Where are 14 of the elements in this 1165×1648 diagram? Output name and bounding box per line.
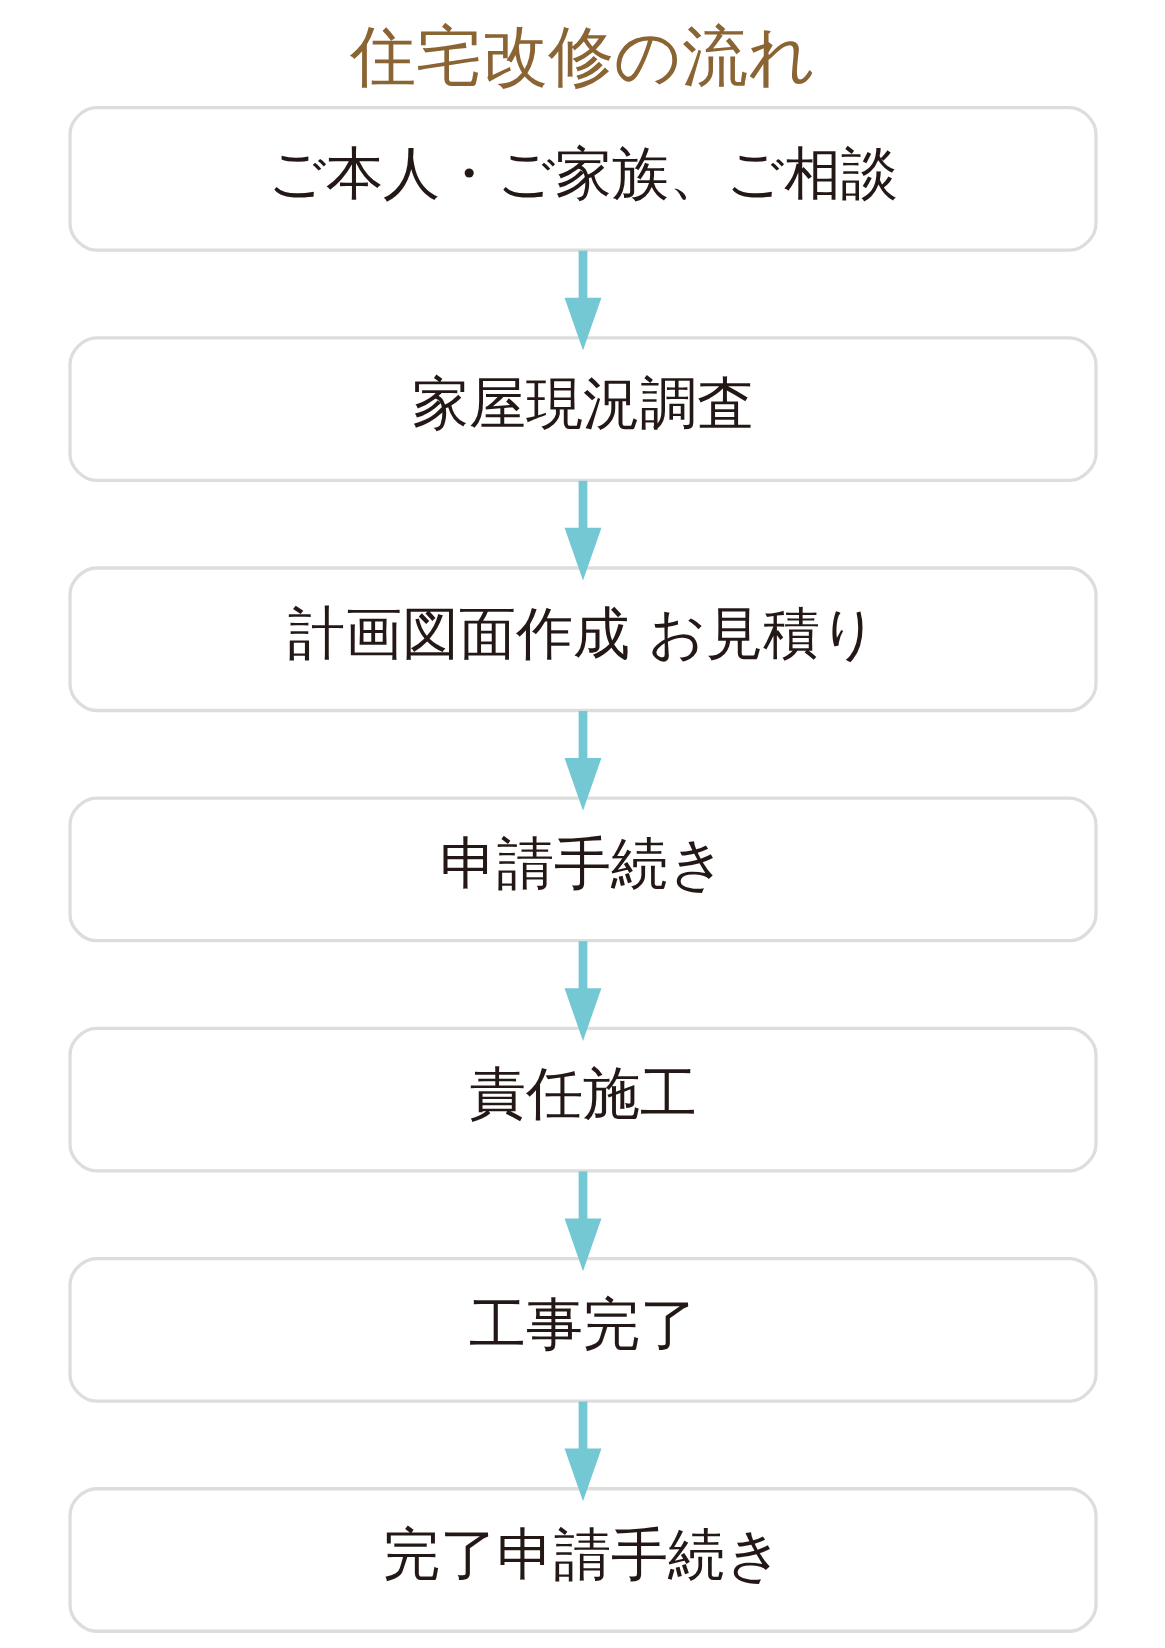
node-box: 計画図面作成 お見積り: [67, 565, 1098, 712]
node-box: ご本人・ご家族、ご相談: [67, 105, 1098, 252]
node-box: 責任施工: [67, 1026, 1098, 1172]
node-box: 完了申請手続き: [67, 1486, 1098, 1633]
arrow: [564, 250, 601, 350]
node-box: 工事完了: [67, 1256, 1098, 1403]
node-box: 家屋現況調査: [67, 335, 1098, 482]
diagram-title: 住宅改修の流れ: [349, 17, 816, 95]
arrow: [564, 480, 601, 581]
arrow: [564, 1170, 601, 1271]
arrow: [564, 940, 601, 1041]
arrow: [564, 710, 601, 811]
arrow: [564, 1401, 601, 1501]
node-box: 申請手続き: [67, 796, 1098, 942]
